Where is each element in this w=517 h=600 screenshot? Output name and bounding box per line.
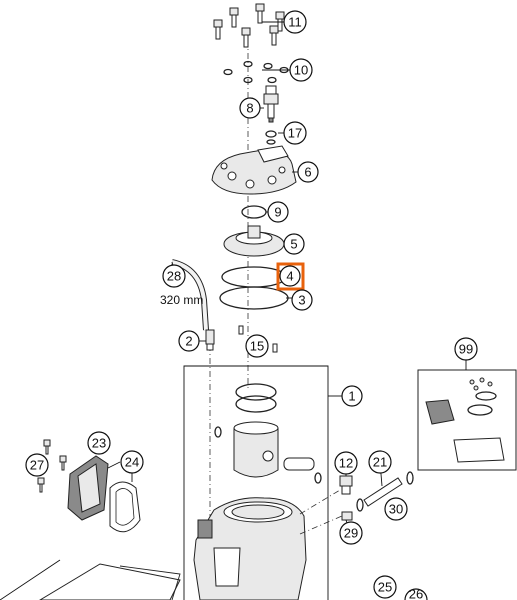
callout-4-highlight	[276, 262, 305, 291]
callout-9[interactable]: 9	[267, 201, 289, 223]
svg-text:25: 25	[378, 580, 392, 595]
circlip-right	[314, 472, 322, 484]
callout-28[interactable]: 28	[162, 264, 186, 288]
svg-text:26: 26	[409, 587, 423, 600]
stud-21	[356, 471, 414, 512]
hose-length-label: 320 mm	[160, 293, 203, 307]
callout-24[interactable]: 24	[120, 450, 144, 474]
assembly-frame	[183, 365, 329, 600]
callout-3[interactable]: 3	[291, 289, 313, 311]
svg-text:30: 30	[389, 502, 403, 517]
callout-10[interactable]: 10	[289, 58, 313, 82]
callout-17[interactable]: 17	[283, 121, 307, 145]
svg-text:3: 3	[298, 293, 305, 308]
svg-text:9: 9	[274, 205, 281, 220]
o-ring-4	[221, 266, 287, 288]
callout-27[interactable]: 27	[25, 453, 49, 477]
fitting-2	[205, 329, 215, 351]
svg-text:1: 1	[348, 389, 355, 404]
callout-21[interactable]: 21	[368, 450, 392, 474]
dowel-pin	[238, 325, 244, 335]
plug-29	[341, 511, 353, 521]
sealing-ring-17	[265, 130, 277, 145]
circlip-left	[214, 426, 222, 438]
combustion-chamber-insert	[223, 225, 285, 257]
piston-pin	[283, 457, 315, 471]
svg-text:23: 23	[92, 436, 106, 451]
dowel-pin-2	[272, 343, 278, 353]
svg-text:24: 24	[125, 455, 139, 470]
callout-1[interactable]: 1	[341, 385, 363, 407]
callout-4[interactable]: 4	[276, 262, 305, 291]
svg-text:21: 21	[373, 455, 387, 470]
svg-text:8: 8	[246, 101, 253, 116]
svg-text:12: 12	[339, 456, 353, 471]
piston-rings	[235, 383, 277, 413]
callout-30[interactable]: 30	[384, 497, 408, 521]
temperature-sensor	[263, 85, 279, 123]
svg-text:6: 6	[304, 165, 311, 180]
svg-text:5: 5	[290, 237, 297, 252]
piston	[233, 421, 279, 478]
lower-gasket	[39, 563, 181, 600]
cylinder	[193, 497, 307, 600]
svg-text:29: 29	[344, 526, 358, 541]
svg-text:4: 4	[286, 269, 293, 284]
callout-2[interactable]: 2	[178, 330, 200, 352]
callout-26[interactable]: 26	[404, 587, 428, 600]
gasket-set-box	[417, 369, 517, 471]
cylinder-head-bolts	[213, 3, 285, 48]
callout-23[interactable]: 23	[87, 431, 111, 455]
svg-text:10: 10	[294, 63, 308, 78]
washers	[223, 60, 289, 84]
callout-29[interactable]: 29	[339, 521, 363, 545]
callout-11[interactable]: 11	[283, 10, 307, 34]
callout-8[interactable]: 8	[239, 97, 261, 119]
screws-27	[37, 439, 67, 493]
svg-text:27: 27	[30, 458, 44, 473]
nut-12	[339, 475, 353, 495]
callout-25[interactable]: 25	[373, 575, 397, 599]
svg-text:99: 99	[459, 342, 473, 357]
svg-text:11: 11	[288, 15, 302, 30]
callout-15[interactable]: 15	[245, 334, 269, 358]
cylinder-head	[211, 145, 297, 195]
exhaust-cover	[67, 455, 109, 521]
svg-text:2: 2	[185, 334, 192, 349]
svg-text:28: 28	[167, 269, 181, 284]
o-ring-9	[241, 205, 267, 219]
svg-text:15: 15	[250, 339, 264, 354]
callout-99[interactable]: 99	[454, 337, 478, 361]
callout-6[interactable]: 6	[297, 161, 319, 183]
svg-text:17: 17	[288, 126, 302, 141]
callout-12[interactable]: 12	[334, 451, 358, 475]
callout-5[interactable]: 5	[283, 233, 305, 255]
